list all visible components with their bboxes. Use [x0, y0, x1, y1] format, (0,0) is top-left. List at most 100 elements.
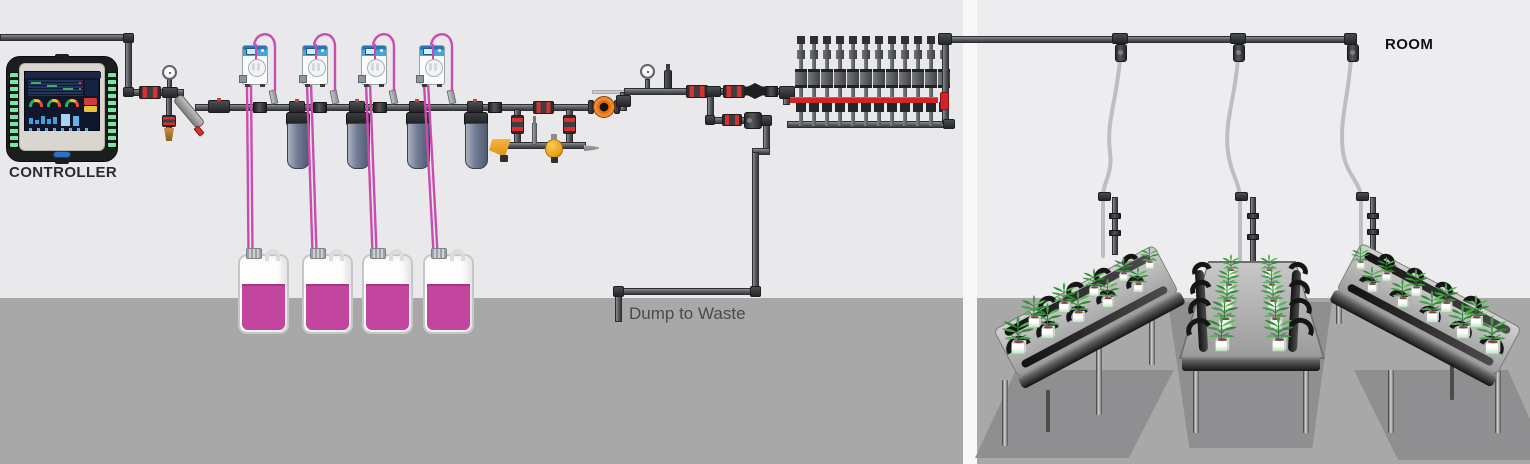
grow-table [1170, 255, 1335, 455]
feed-coupling [1247, 234, 1259, 240]
temp-probe-tip [533, 116, 536, 124]
table-leg [1149, 307, 1155, 365]
screen-red-dot [79, 82, 81, 84]
red-union-valve [723, 85, 745, 98]
jug-handle [389, 249, 404, 261]
dosing-pump [299, 44, 328, 87]
temp-probe [532, 123, 537, 145]
led-strip-right [107, 72, 117, 148]
screen-bar [29, 118, 33, 124]
room-divider [963, 0, 977, 464]
plant [1139, 246, 1160, 270]
dosing-pump [416, 44, 445, 87]
table-feed-pipe [1112, 197, 1118, 255]
controller-screen [24, 71, 101, 131]
feed-coupling [1109, 230, 1121, 236]
waste-down-2 [752, 152, 759, 292]
pipe-elbow [761, 115, 772, 126]
tee-red-dot [473, 99, 477, 102]
pump-suction-port [416, 75, 424, 83]
screen-icon-row [29, 128, 89, 131]
pipe-coupling [373, 102, 387, 113]
red-union-valve [533, 101, 554, 114]
manifold-valve [886, 36, 898, 126]
screen-bar [41, 116, 45, 124]
red-union-valve [511, 115, 524, 134]
waste-run [617, 288, 757, 295]
grow-table [1325, 242, 1530, 460]
screen-gauge [65, 99, 79, 107]
grow-table [985, 244, 1195, 460]
manifold-riser [942, 40, 949, 124]
pipe-coupling [488, 102, 502, 113]
drain-brass-tip [164, 128, 174, 141]
ph-sensor [489, 139, 511, 157]
feed-coupling [1247, 213, 1259, 219]
manifold-valve [925, 36, 937, 126]
pressure-gauge [640, 64, 655, 79]
brand-logo [53, 151, 71, 158]
supply-pipe-top [0, 34, 133, 41]
table-feed-pipe [1370, 197, 1376, 253]
waste-jog [752, 148, 770, 155]
pipe-elbow [123, 87, 134, 97]
chemical-jug [238, 248, 289, 334]
screen-alarm-red [84, 98, 97, 105]
table-front-band [1182, 356, 1320, 371]
tee-red-dot [415, 99, 419, 102]
jug-liquid [306, 284, 349, 330]
jug-liquid [427, 284, 470, 330]
screen-green-cell [31, 82, 41, 84]
tube-elbow [1235, 192, 1248, 201]
sensor-fitting-red-dot [217, 98, 221, 101]
pipe-coupling [313, 102, 327, 113]
table-leg [1193, 371, 1199, 433]
drop-tee [1112, 33, 1128, 44]
jug-cap [246, 248, 262, 259]
controller-bottom-tab [55, 159, 69, 164]
screen-bar-wide [73, 116, 79, 126]
jug-cap [370, 248, 386, 259]
chemical-jug [302, 248, 353, 334]
jug-handle [450, 249, 465, 261]
room-supply-pipe [948, 36, 1356, 43]
filter-canister [347, 123, 370, 169]
screen-topbar [25, 72, 101, 78]
screen-alarm-yellow [84, 106, 97, 112]
manifold-valve [860, 36, 872, 126]
transducer-tip [666, 64, 670, 71]
drop-valve [1347, 44, 1359, 62]
pump-plus-button [380, 49, 383, 52]
plant [1350, 246, 1371, 270]
table-leg [1046, 390, 1050, 432]
screen-side-panel [85, 80, 98, 96]
pressure-transducer [664, 70, 672, 89]
table-leg [1002, 380, 1008, 446]
screen-bar [35, 120, 39, 124]
plant [1432, 282, 1460, 313]
check-valve [745, 83, 765, 99]
waste-outlet-stub [615, 294, 622, 322]
drop-tee [1230, 33, 1246, 44]
pipe-elbow [943, 119, 955, 129]
manifold-red-line [790, 97, 938, 103]
red-union-valve [722, 114, 742, 126]
plant [1050, 282, 1078, 313]
plant [1020, 295, 1048, 328]
drop-valve [1115, 44, 1127, 62]
filter-canister [287, 123, 310, 169]
drop-valve [1233, 44, 1245, 62]
manifold-valve [912, 36, 924, 126]
manifold-valve [821, 36, 833, 126]
feed-coupling [1367, 229, 1379, 235]
room-label: ROOM [1385, 36, 1434, 53]
manifold-valve [795, 36, 807, 126]
led-strip-left [9, 72, 19, 148]
screen-data-table [28, 80, 83, 96]
table-leg [1450, 352, 1454, 400]
table-feed-pipe [1250, 197, 1256, 263]
plant [1462, 295, 1490, 328]
pump-head [308, 59, 326, 77]
pump-suction-port [239, 75, 247, 83]
feed-coupling [1367, 213, 1379, 219]
